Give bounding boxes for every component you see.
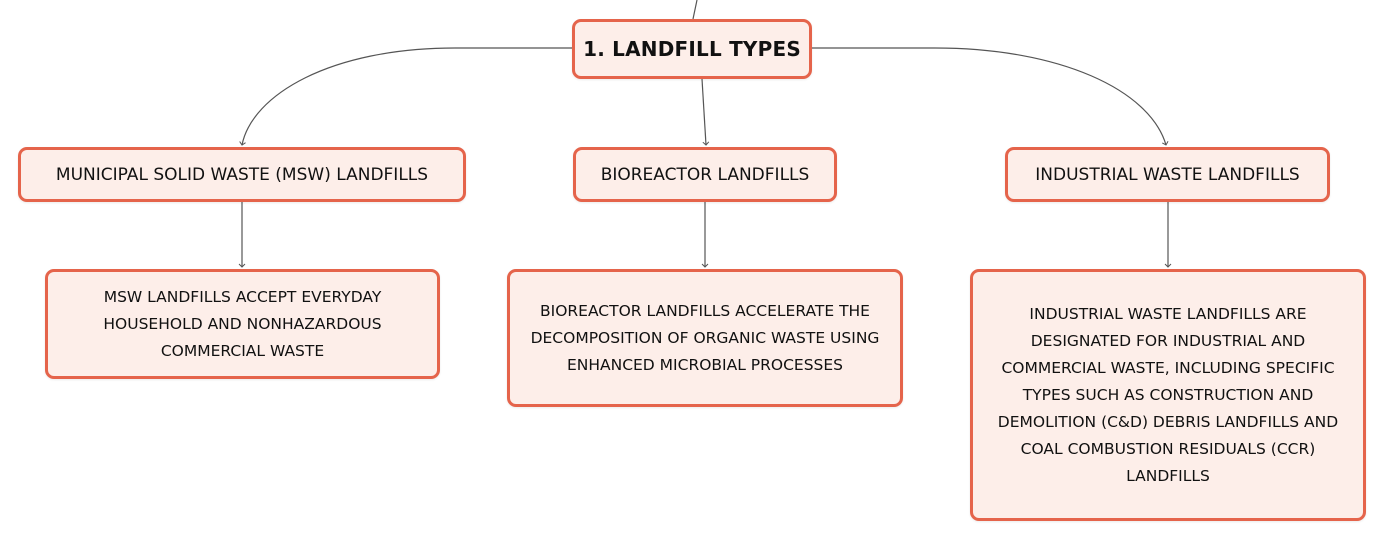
connector-root-to-branch-bioreactor [701,78,710,146]
branch-node-industrial-waste-landfills[interactable]: INDUSTRIAL WASTE LANDFILLS [1005,147,1330,202]
root-node-label: 1. LANDFILL TYPES [583,37,801,61]
branch-node-label: INDUSTRIAL WASTE LANDFILLS [1035,164,1300,185]
branch-node-label: BIOREACTOR LANDFILLS [600,164,810,185]
branch-node-bioreactor-landfills[interactable]: BIOREACTOR LANDFILLS [573,147,837,202]
detail-node-text: INDUSTRIAL WASTE LANDFILLS ARE DESIGNATE… [997,304,1339,485]
branch-node-label: MUNICIPAL SOLID WASTE (MSW) LANDFILLS [55,164,429,185]
connector-root-to-branch-industrial [812,47,1169,146]
detail-node-industrial-waste-landfills[interactable]: INDUSTRIAL WASTE LANDFILLS ARE DESIGNATE… [970,269,1366,521]
detail-node-msw-landfills[interactable]: MSW LANDFILLS ACCEPT EVERYDAY HOUSEHOLD … [45,269,440,379]
connector-root-to-branch-msw [239,47,572,146]
detail-node-text: BIOREACTOR LANDFILLS ACCELERATE THE DECO… [530,301,880,374]
branch-node-msw-landfills[interactable]: MUNICIPAL SOLID WASTE (MSW) LANDFILLS [18,147,466,202]
root-node-landfill-types[interactable]: 1. LANDFILL TYPES [572,19,812,79]
connector-parent-to-root [692,0,698,20]
detail-node-bioreactor-landfills[interactable]: BIOREACTOR LANDFILLS ACCELERATE THE DECO… [507,269,903,407]
detail-node-text: MSW LANDFILLS ACCEPT EVERYDAY HOUSEHOLD … [103,287,382,360]
